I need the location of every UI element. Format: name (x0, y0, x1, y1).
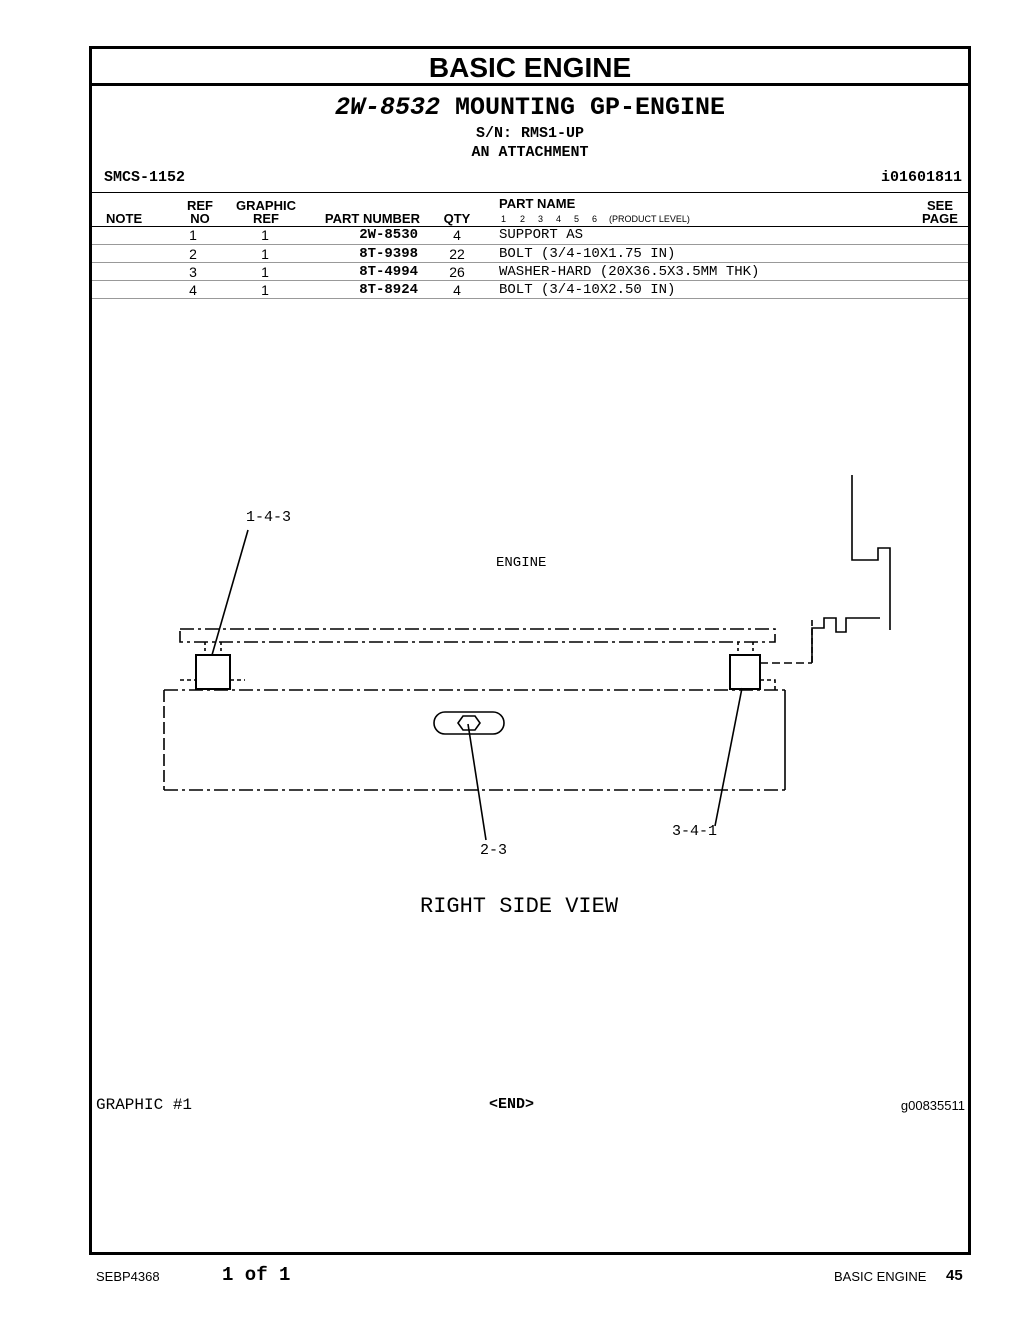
col-see-header-top: SEE (926, 198, 953, 213)
row-part-number[interactable]: 2W-8530 (359, 227, 418, 243)
table-row: 3 1 8T-4994 26 WASHER-HARD (20X36.5X3.5M… (92, 263, 968, 281)
col-ref-header-top: REF (187, 198, 213, 213)
col-see-header-bottom: PAGE (922, 211, 958, 226)
end-marker: <END> (489, 1096, 535, 1113)
col-note-header: NOTE (106, 211, 143, 226)
group-heading: 2W-8532 MOUNTING GP-ENGINE (92, 93, 968, 122)
row-part-number[interactable]: 8T-9398 (359, 246, 418, 262)
row-part-name: BOLT (3/4-10X1.75 IN) (499, 246, 676, 262)
col-graphic-header-top: GRAPHIC (236, 198, 296, 213)
callout-1-4-3: 1-4-3 (246, 509, 292, 526)
row-qty: 26 (449, 264, 465, 280)
row-part-number[interactable]: 8T-8924 (359, 282, 418, 298)
product-level-3: 3 (538, 214, 544, 224)
table-row: 2 1 8T-9398 22 BOLT (3/4-10X1.75 IN) (92, 245, 968, 263)
row-part-name: BOLT (3/4-10X2.50 IN) (499, 282, 676, 298)
row-ref: 1 (189, 227, 197, 243)
page-number: 45 (946, 1267, 963, 1284)
group-part-number[interactable]: 2W-8532 (334, 93, 440, 122)
view-label: RIGHT SIDE VIEW (420, 894, 619, 919)
product-level-2: 2 (520, 214, 526, 224)
product-level-6: 6 (592, 214, 598, 224)
table-row: 4 1 8T-8924 4 BOLT (3/4-10X2.50 IN) (92, 281, 968, 299)
group-name: MOUNTING GP-ENGINE (455, 93, 726, 122)
row-part-name: SUPPORT AS (499, 227, 584, 243)
callout-2-3: 2-3 (480, 842, 508, 859)
serial-range: S/N: RMS1-UP (475, 125, 585, 142)
col-part-name-header: PART NAME (499, 196, 576, 211)
row-graphic-ref: 1 (261, 282, 269, 298)
col-ref-header-bottom: NO (190, 211, 210, 226)
row-divider (92, 244, 968, 245)
row-divider (92, 262, 968, 263)
page-count: 1 of 1 (222, 1264, 291, 1286)
row-ref: 4 (189, 282, 197, 298)
product-level-4: 4 (556, 214, 562, 224)
col-part-number-header: PART NUMBER (324, 211, 420, 226)
row-qty: 4 (453, 227, 461, 243)
graphic-number: GRAPHIC #1 (96, 1096, 193, 1114)
row-graphic-ref: 1 (261, 227, 269, 243)
attachment-note: AN ATTACHMENT (471, 144, 589, 161)
engine-label: ENGINE (496, 555, 547, 571)
callout-3-4-1: 3-4-1 (672, 823, 718, 840)
row-divider (92, 280, 968, 281)
graphic-id: g00835511 (900, 1098, 965, 1113)
row-part-number[interactable]: 8T-4994 (359, 264, 418, 280)
product-level-1: 1 (501, 214, 507, 224)
row-divider (92, 298, 968, 299)
row-part-name: WASHER-HARD (20X36.5X3.5MM THK) (499, 264, 760, 280)
row-graphic-ref: 1 (261, 264, 269, 280)
col-qty-header: QTY (443, 211, 471, 226)
row-qty: 4 (453, 282, 461, 298)
footer-section: BASIC ENGINE (834, 1269, 927, 1284)
section-title: BASIC ENGINE (92, 49, 968, 86)
info-id: i01601811 (880, 169, 962, 186)
page-frame: BASIC ENGINE 2W-8532 MOUNTING GP-ENGINE … (89, 46, 971, 1255)
row-ref: 2 (189, 246, 197, 262)
table-header-divider (92, 226, 968, 227)
header-divider (92, 192, 968, 193)
table-row: 1 1 2W-8530 4 SUPPORT AS (92, 226, 968, 244)
doc-id: SEBP4368 (96, 1269, 160, 1284)
smcs-code: SMCS-1152 (104, 169, 186, 186)
col-graphic-header-bottom: REF (253, 211, 279, 226)
product-level-5: 5 (574, 214, 580, 224)
product-level-label: (PRODUCT LEVEL) (609, 214, 690, 224)
row-graphic-ref: 1 (261, 246, 269, 262)
row-ref: 3 (189, 264, 197, 280)
row-qty: 22 (449, 246, 465, 262)
